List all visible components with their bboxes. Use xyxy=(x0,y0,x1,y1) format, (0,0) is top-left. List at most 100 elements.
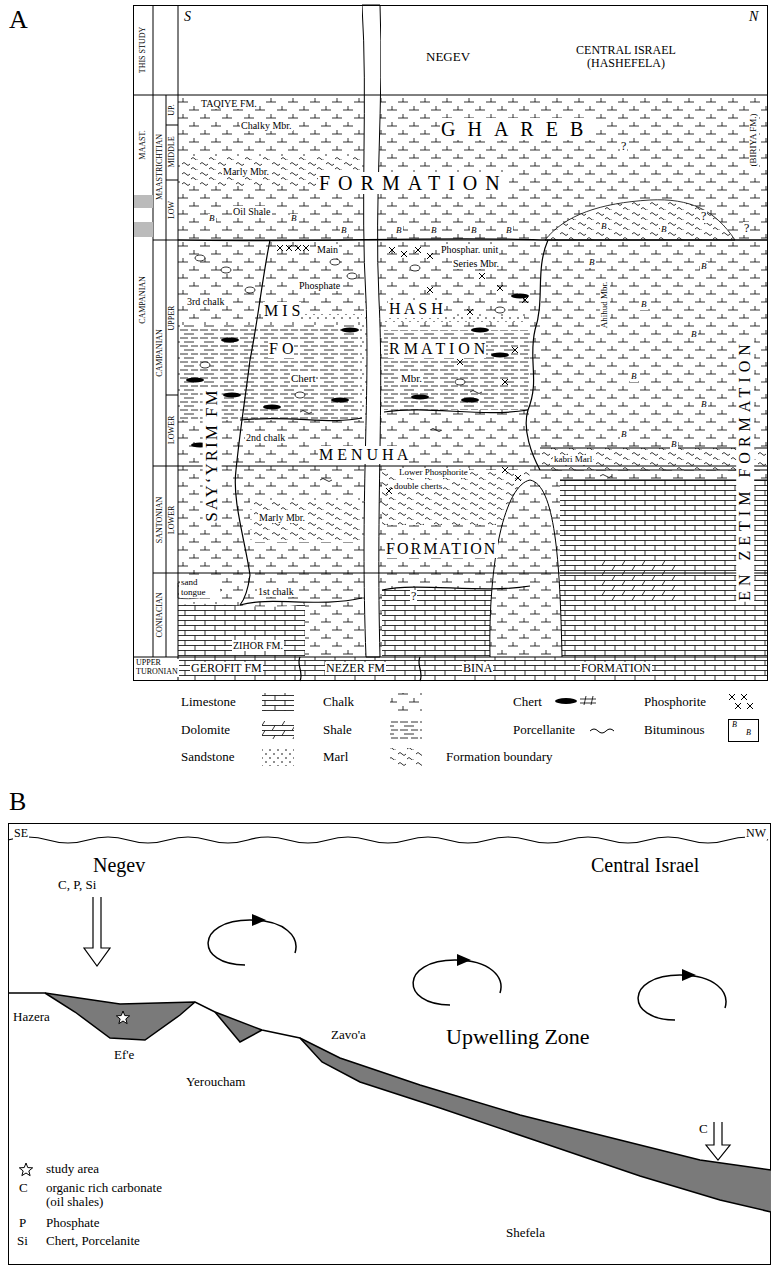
formation-label: BINA xyxy=(462,662,493,675)
query-mark: ? xyxy=(700,210,707,223)
bituminous-symbol: B xyxy=(340,226,348,236)
legend-text: Formation boundary xyxy=(445,750,554,764)
key-symbol: Si xyxy=(16,1234,29,1248)
key-text: Phosphate xyxy=(45,1216,100,1230)
bituminous-symbol: B xyxy=(208,214,216,224)
bituminous-symbol: B xyxy=(470,226,478,236)
formation-label: TAQIYE FM. xyxy=(200,98,258,109)
region-label: Central Israel xyxy=(590,854,700,876)
query-mark: ? xyxy=(410,590,417,603)
place-label: Ef'e xyxy=(113,1048,135,1062)
formation-label: FORMATION xyxy=(580,662,652,675)
flux-label: C xyxy=(698,1122,709,1136)
direction-label: S xyxy=(183,9,192,24)
bituminous-symbol: B xyxy=(670,440,678,450)
formation-label: (BIRIYA FM.) xyxy=(749,112,759,167)
key-symbol: P xyxy=(18,1216,27,1230)
formation-label: kabri Marl xyxy=(553,455,593,465)
bituminous-symbol: B xyxy=(395,226,403,236)
formation-label: M I S xyxy=(263,302,301,320)
stage-label: LOW xyxy=(168,200,177,220)
bituminous-symbol: B xyxy=(505,226,513,236)
formation-label: double cherts xyxy=(393,482,443,492)
formation-label: 1st chalk xyxy=(257,586,295,597)
stage-label: MAAST. xyxy=(139,129,148,160)
bituminous-symbol: B xyxy=(290,214,298,224)
stage-label: LOWER xyxy=(168,505,177,535)
formation-label: EN ZETIM FORMATION xyxy=(736,338,754,602)
bituminous-symbol: B xyxy=(660,225,668,235)
place-label: Zavo'a xyxy=(330,1028,367,1042)
formation-label: Mbr. xyxy=(400,372,423,384)
stage-label: CAMPANIAN xyxy=(155,328,164,378)
zone-label: Upwelling Zone xyxy=(445,1025,591,1049)
formation-label: Ahihud Mbr. xyxy=(600,281,610,330)
legend-text: Shale xyxy=(322,723,353,737)
formation-label: Chalky Mbr. xyxy=(240,120,293,131)
direction-label: SE xyxy=(13,827,29,840)
formation-label: M E N U H A xyxy=(318,446,409,464)
query-mark: ? xyxy=(743,222,750,235)
formation-label: FORMATION xyxy=(318,172,509,194)
bituminous-symbol: B xyxy=(430,226,438,236)
stage-label: THIS STUDY xyxy=(139,26,148,74)
stage-label: SANTONIAN xyxy=(155,496,164,545)
bituminous-symbol: B xyxy=(600,222,608,232)
formation-label: sand tongue xyxy=(180,578,220,598)
formation-label: Phosphate xyxy=(298,280,341,291)
bituminous-symbol: B xyxy=(700,262,708,272)
legend-text: Sandstone xyxy=(180,750,235,764)
formation-label: Oil Shale xyxy=(232,206,272,217)
formation-label: Lower Phosphorite xyxy=(398,468,469,478)
formation-label: GEROFIT FM xyxy=(190,662,263,675)
legend-text: Limestone xyxy=(180,695,237,709)
bituminous-symbol: B xyxy=(588,258,596,268)
place-label: Shefela xyxy=(505,1226,546,1240)
stage-label: MIDDLE xyxy=(168,135,177,168)
direction-label: N xyxy=(748,9,759,24)
bituminous-symbol: B xyxy=(630,372,638,382)
stage-label: MAASTRICHTIAN xyxy=(155,133,164,201)
stage-label: UPPER TURONIAN xyxy=(135,659,179,677)
legend-text: Marl xyxy=(322,750,349,764)
legend-text: Chalk xyxy=(322,695,355,709)
place-label: Yeroucham xyxy=(185,1075,246,1089)
bituminous-symbol: B xyxy=(640,300,648,310)
region-label: CENTRAL ISRAEL (HASHEFELA) xyxy=(560,44,692,70)
formation-label: ZIHOR FM. xyxy=(232,640,284,651)
legend-text: Chert xyxy=(512,695,543,709)
legend-text: Bituminous xyxy=(643,723,706,737)
legend-text: Porcellanite xyxy=(512,723,576,737)
region-label: Negev xyxy=(92,854,146,876)
legend-text: Dolomite xyxy=(180,723,231,737)
formation-label: Main xyxy=(316,244,339,255)
key-text: Chert, Porcelanite xyxy=(45,1234,141,1248)
bituminous-symbol: B xyxy=(745,729,752,738)
bituminous-symbol: B xyxy=(620,430,628,440)
stage-label: UPPER xyxy=(168,305,177,332)
direction-label: NW xyxy=(745,827,767,840)
formation-label: Chert xyxy=(290,372,316,384)
formation-label: F O xyxy=(268,340,294,358)
flux-label: C, P, Si xyxy=(57,878,97,892)
key-text: study area xyxy=(45,1162,100,1176)
formation-label: Marly Mbr. xyxy=(258,512,306,523)
formation-label: SAY‘YRIM FM xyxy=(203,387,222,522)
stage-label: CAMPANIAN xyxy=(139,275,148,325)
bituminous-symbol: B xyxy=(690,330,698,340)
formation-label: GHAREB xyxy=(440,118,596,140)
formation-label: NEZER FM xyxy=(325,662,386,675)
formation-label: Phosphar. unit xyxy=(440,244,499,255)
legend-text: Phosphorite xyxy=(643,695,707,709)
region-label: NEGEV xyxy=(425,50,471,64)
formation-label: H A S H xyxy=(388,300,444,318)
formation-label: 3rd chalk xyxy=(186,296,226,307)
formation-label: R M A T I O N xyxy=(388,340,486,358)
query-mark: ? xyxy=(620,140,627,153)
formation-label: FORMATION xyxy=(385,540,498,558)
stage-label: CONIACIAN xyxy=(155,592,164,639)
stage-label: LOWER xyxy=(168,415,177,445)
panel-letter: B xyxy=(8,788,27,817)
panel-letter: A xyxy=(8,6,29,35)
